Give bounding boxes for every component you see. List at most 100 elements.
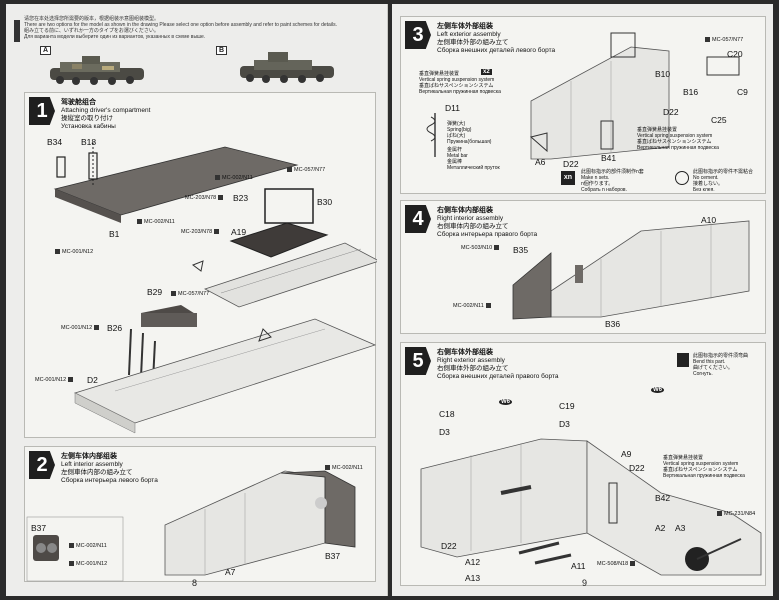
- paint-code: MC-203/N78: [185, 195, 225, 201]
- step-1-title: 驾驶舱组合 Attaching driver's compartment 操縦室…: [61, 99, 151, 130]
- part-label: A10: [701, 215, 717, 225]
- part-label: D22: [629, 463, 645, 473]
- part-label: D2: [87, 375, 98, 385]
- part-label: B30: [317, 197, 333, 207]
- part-label: A13: [465, 573, 481, 583]
- step-1-panel: 1 驾驶舱组合 Attaching driver's compartment 操…: [24, 92, 377, 438]
- step-number: 5: [405, 347, 431, 375]
- paint-chip-icon: [218, 195, 224, 201]
- part-label: B18: [81, 137, 97, 147]
- paint-code: MC-001/N12: [69, 561, 107, 567]
- part-label: A9: [621, 449, 632, 459]
- part-label: D3: [559, 419, 570, 429]
- part-label: C9: [737, 87, 748, 97]
- step-2-panel: 2 左侧车体内部组装 Left interior assembly 左側車体内部…: [24, 446, 376, 582]
- paint-chip-icon: [485, 303, 491, 309]
- paint-chip-icon: [630, 561, 636, 567]
- paint-chip-icon: [494, 245, 500, 251]
- w-count-badge: W6: [499, 399, 513, 405]
- paint-code: MC-002/N11: [325, 465, 363, 471]
- paint-code: MC-001/N12: [61, 325, 101, 331]
- spring-suspension-note: 垂直弹簧悬挂装置 Vertical spring suspension syst…: [663, 455, 745, 479]
- step-4-panel: 4 右侧车体内部组装 Right interior assembly 右側車体内…: [400, 200, 766, 334]
- part-label: A12: [465, 557, 481, 567]
- step-5-title: 右侧车体外部组装 Right exterior assembly 右側車体外部の…: [437, 349, 559, 380]
- count-badge: x2: [481, 69, 492, 75]
- page-number: 9: [582, 578, 588, 588]
- page-number: 8: [192, 578, 198, 588]
- part-label: B10: [655, 69, 671, 79]
- step-number: 1: [29, 97, 55, 125]
- paint-code: MC-001/N12: [55, 249, 93, 255]
- tank-silhouette-icon: [240, 52, 334, 83]
- part-label: A6: [535, 157, 546, 167]
- part-label: B1: [109, 229, 120, 239]
- part-label: C19: [559, 401, 575, 411]
- part-label: C20: [727, 49, 743, 59]
- paint-chip-icon: [69, 543, 74, 549]
- paint-chip-icon: [717, 511, 722, 517]
- step-number: 3: [405, 21, 431, 49]
- paint-code: MC-057/N77: [171, 291, 209, 297]
- paint-chip-icon: [214, 229, 220, 235]
- part-label: A3: [675, 523, 686, 533]
- bend-icon: [677, 353, 689, 367]
- part-label: D22: [563, 159, 579, 169]
- part-label: D22: [663, 107, 679, 117]
- paint-chip-icon: [215, 175, 220, 181]
- part-label: B29: [147, 287, 163, 297]
- w-count-badge: W6: [651, 387, 665, 393]
- step-2-drawing: [26, 470, 356, 582]
- paint-code: MC-203/N78: [181, 229, 221, 235]
- step-1-drawing: [53, 143, 377, 434]
- paint-chip-icon: [287, 167, 292, 173]
- paint-chip-icon: [137, 219, 142, 225]
- variant-b-label: B: [216, 46, 228, 55]
- step-5-panel: 5 右侧车体外部组装 Right exterior assembly 右側車体外…: [400, 342, 766, 586]
- step-number: 4: [405, 205, 431, 233]
- part-label: B42: [655, 493, 671, 503]
- part-label: B16: [683, 87, 699, 97]
- paint-chip-icon: [94, 325, 100, 331]
- variant-intro-note: 请您在本处选择您所需要的版本，根据组装示意图组装模型。 There are tw…: [24, 16, 337, 40]
- language-strip-icon: [14, 20, 20, 42]
- tank-silhouette-icon: [50, 56, 144, 85]
- step-4-title: 右侧车体内部组装 Right interior assembly 右側車体内部の…: [437, 207, 538, 238]
- paint-code: MC-057/N77: [287, 167, 325, 173]
- part-label: B37: [31, 523, 47, 533]
- paint-code: MC-508/N18: [597, 561, 637, 567]
- step-3-panel: 3 左侧车体外部组装 Left exterior assembly 左側車体外部…: [400, 16, 766, 194]
- no-cement-legend: 此图标指示的零件不需粘合 No cement. 接着しない。 Без клея.: [693, 169, 754, 193]
- step-5-drawing: [420, 438, 762, 576]
- metal-bar-note: 金属杆 Metal bar 金属棒 Металлический пруток: [447, 147, 500, 171]
- step-number: 2: [29, 451, 55, 479]
- part-label: B37: [325, 551, 341, 561]
- part-label: B23: [233, 193, 249, 203]
- paint-chip-icon: [55, 249, 60, 255]
- part-label: B41: [601, 153, 617, 163]
- paint-code: MC-001/N12: [35, 377, 75, 383]
- paint-code: MC-057/N77: [705, 37, 743, 43]
- part-label: D3: [439, 427, 450, 437]
- step-2-title: 左侧车体内部组装 Left interior assembly 左側車体内部の組…: [61, 453, 158, 484]
- part-label: A19: [231, 227, 247, 237]
- paint-chip-icon: [69, 561, 74, 567]
- part-label: B34: [47, 137, 63, 147]
- paint-code: MC-002/N11: [69, 543, 107, 549]
- step-3-title: 左侧车体外部组装 Left exterior assembly 左側車体外部の組…: [437, 23, 556, 54]
- step-3-drawing: [426, 32, 740, 160]
- xn-legend: 此图标指示的部件须制作n套 Make n sets. n個作ります。 Собра…: [581, 169, 644, 193]
- paint-code: MC-002/N11: [137, 219, 175, 225]
- part-label: B36: [605, 319, 621, 329]
- step-4-drawing: [512, 220, 750, 320]
- paint-chip-icon: [68, 377, 74, 383]
- xn-icon: xn: [561, 171, 575, 185]
- page-9: 3 左侧车体外部组装 Left exterior assembly 左側車体外部…: [392, 4, 773, 596]
- page-8: 请您在本处选择您所需要的版本，根据组装示意图组装模型。 There are tw…: [6, 4, 388, 596]
- spring-icon: [426, 116, 436, 142]
- paint-code: MC-231/N84: [717, 511, 755, 517]
- spring-part-note: 弹簧(大) Spring(big) ばね(大) Пружина(большая): [447, 121, 492, 145]
- paint-chip-icon: [705, 37, 710, 43]
- part-label: B35: [513, 245, 529, 255]
- paint-chip-icon: [171, 291, 176, 297]
